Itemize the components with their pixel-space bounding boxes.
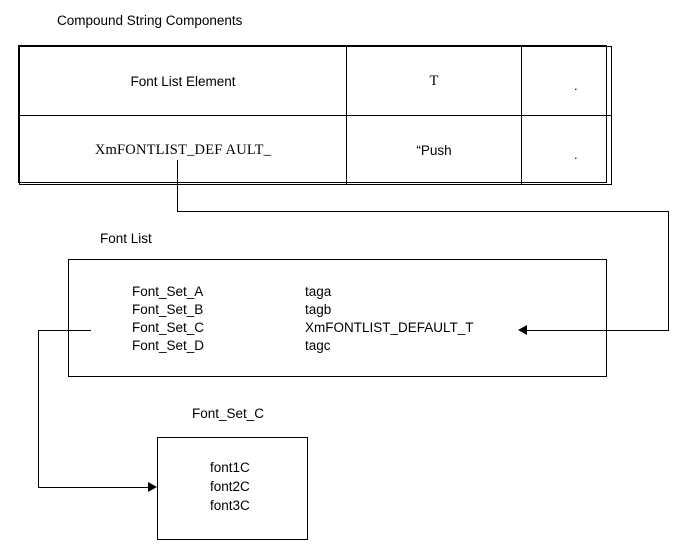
mark-dot-row1: .: [574, 78, 578, 93]
font-list-entry-name: Font_Set_A: [132, 284, 204, 299]
font-list-element-label: Font List Element: [130, 73, 236, 89]
font-list-entry-tag: taga: [305, 284, 332, 299]
connector-into-fontlist: [527, 330, 669, 331]
compound-string-components-caption: Compound String Components: [57, 13, 243, 28]
connector-table-right: [177, 211, 669, 212]
arrowhead-right-icon: [148, 482, 157, 492]
font-list-entry-name: Font_Set_B: [132, 302, 204, 317]
compound-string-table: Font List Element T . XmFONTLIST_DEF AUL…: [18, 45, 612, 185]
table-cell-mark: .: [521, 115, 612, 185]
font-list-entry-tag: XmFONTLIST_DEFAULT_T: [305, 320, 474, 335]
font-list-box: Font_Set_A taga Font_Set_B tagb Font_Set…: [68, 259, 607, 377]
table-row: Font List Element T .: [19, 46, 612, 116]
font-set-c-caption: Font_Set_C: [192, 406, 265, 421]
connector-left-down: [38, 330, 39, 488]
mark-dot-row2: .: [574, 147, 578, 162]
table-cell-tag: T: [346, 46, 522, 116]
connector-table-down: [177, 160, 178, 212]
table-row: XmFONTLIST_DEF AULT_ “Push .: [19, 115, 612, 185]
font-list-entry-name: Font_Set_D: [132, 338, 205, 353]
table-cell-tag: “Push: [346, 115, 522, 185]
font-entry: font3C: [210, 498, 250, 513]
font-list-entry-tag: tagb: [305, 302, 332, 317]
connector-into-fontsetc: [38, 487, 155, 488]
font-set-c-box: font1C font2C font3C: [157, 437, 308, 540]
font-entry: font2C: [210, 479, 250, 494]
arrowhead-left-icon: [518, 325, 527, 335]
table-cell-element: XmFONTLIST_DEF AULT_: [19, 115, 347, 185]
xmfontlist-default-label: XmFONTLIST_DEF AULT_: [94, 141, 272, 158]
tag-label-row2: “Push: [416, 142, 452, 158]
tag-label-row1: T: [429, 72, 439, 89]
connector-fontlist-stub: [38, 330, 91, 331]
font-list-entry-tag: tagc: [305, 338, 331, 353]
table-cell-mark: .: [521, 46, 612, 116]
font-list-entry-name: Font_Set_C: [132, 320, 205, 335]
font-entry: font1C: [210, 460, 250, 475]
font-list-caption: Font List: [100, 231, 152, 246]
table-cell-element: Font List Element: [19, 46, 347, 116]
connector-right-down: [668, 211, 669, 331]
